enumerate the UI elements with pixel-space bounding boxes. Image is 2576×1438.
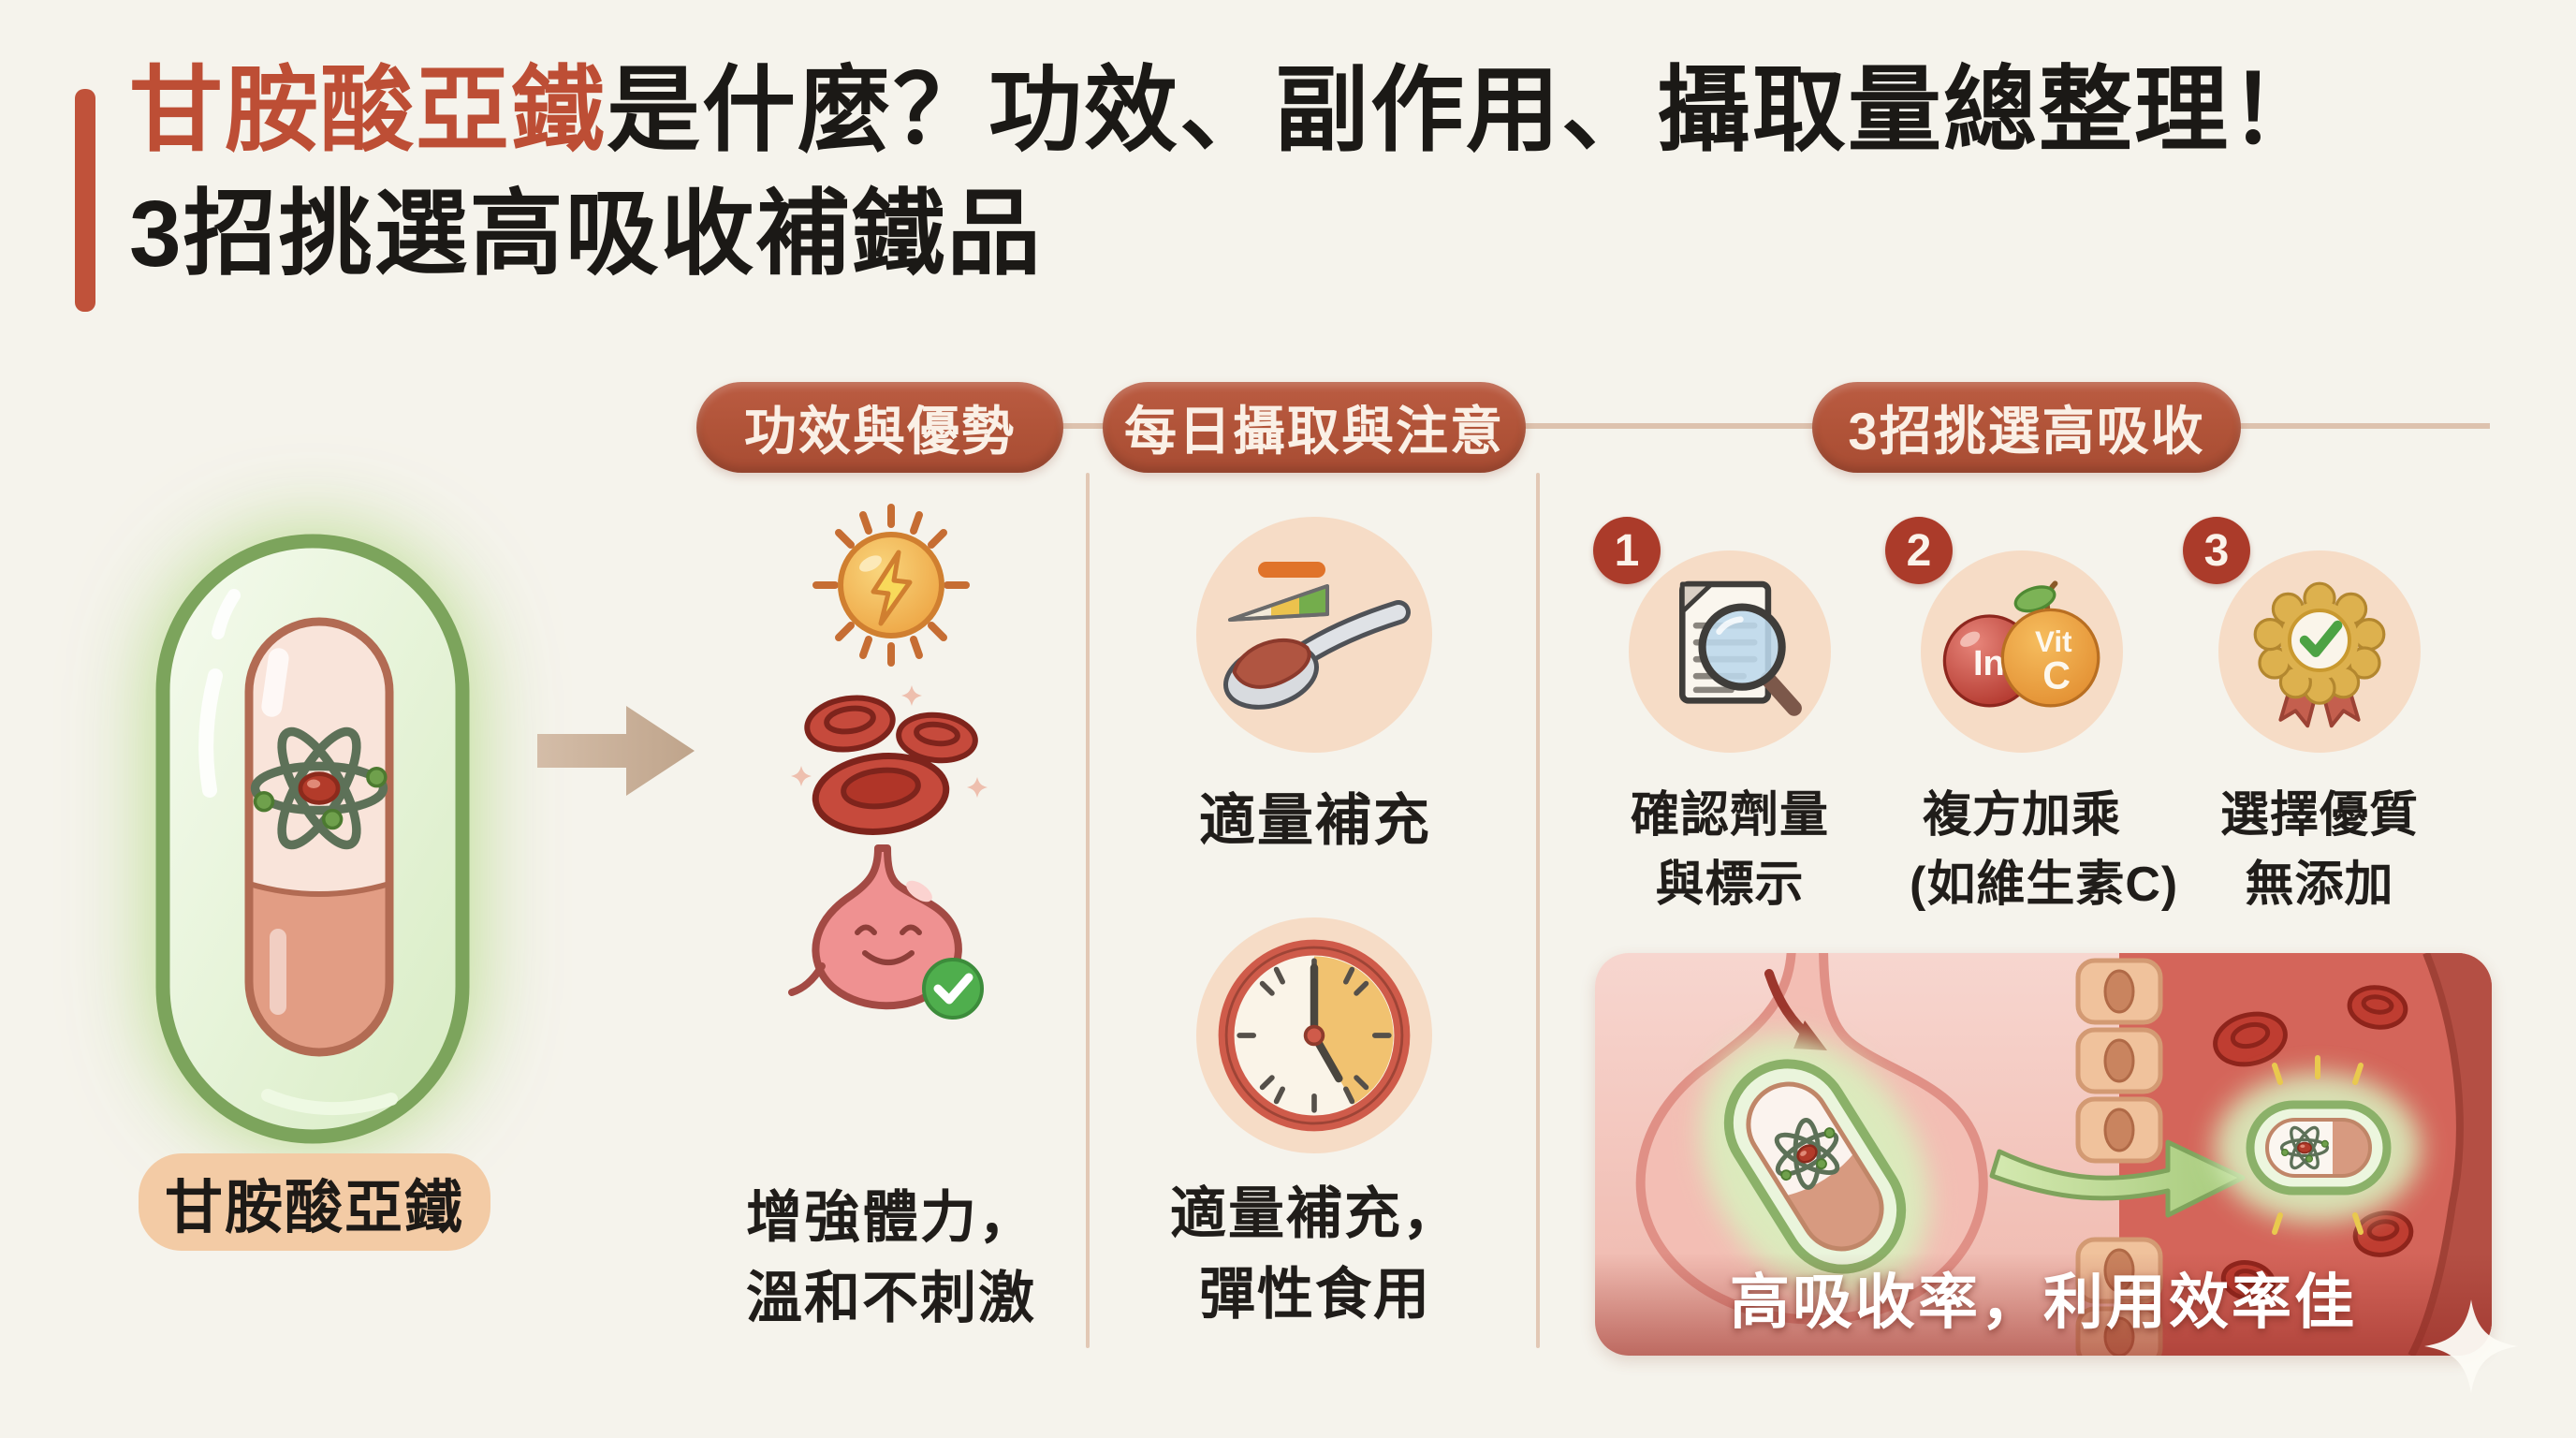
title-highlight: 甘胺酸亞鐵 — [129, 58, 607, 163]
label-check-icon-circle — [1629, 550, 1831, 753]
energy-sun-icon — [812, 504, 970, 667]
check-badge-icon — [922, 958, 984, 1020]
absorption-scene — [1595, 953, 2492, 1356]
capsule-name-badge: 甘胺酸亞鐵 — [139, 1153, 490, 1251]
title-accent-bar — [75, 89, 95, 312]
column-divider-1 — [1086, 473, 1090, 1348]
step-number-badge: 2 — [1885, 517, 1953, 584]
dosage-icon-circle — [1196, 517, 1432, 753]
vitc-label-line1: Vit — [2035, 625, 2072, 658]
absorption-caption: 高吸收率，利用效率佳 — [1730, 1269, 2357, 1336]
gentle-stomach-icon — [788, 844, 984, 1020]
iron-label: In — [1973, 644, 2005, 683]
page-title: 甘胺酸亞鐵是什麼？功效、副作用、攝取量總整理！ 3招挑選高吸收補鐵品 — [129, 49, 2325, 296]
clock-icon — [1218, 939, 1411, 1132]
timing-icon-circle — [1196, 917, 1432, 1153]
column-divider-2 — [1536, 473, 1540, 1348]
step-2-label: 複方加乘 (如維生素C) — [1910, 788, 2179, 912]
title-line-1: 甘胺酸亞鐵是什麼？功效、副作用、攝取量總整理！ — [129, 49, 2325, 172]
step-3-label: 選擇優質 無添加 — [2219, 788, 2419, 912]
iron-vitaminc-icon: In Vit C — [1942, 580, 2100, 708]
right-arrow-icon — [537, 706, 695, 796]
header-pill-daily: 每日攝取與注意 — [1103, 382, 1526, 473]
dosage-caption: 適量補充 — [1199, 789, 1431, 852]
combo-icon-circle: In Vit C — [1921, 550, 2123, 753]
header-pill-benefits: 功效與優勢 — [696, 382, 1063, 473]
glowing-capsule-illustration — [155, 534, 470, 1144]
benefits-caption: 增強體力， 溫和不刺激 — [746, 1186, 1036, 1329]
header-connector-line — [697, 423, 2490, 429]
pick-step-2: 2 In Vit C — [1885, 515, 2179, 919]
absorption-illustration: 高吸收率，利用效率佳 — [1595, 953, 2492, 1356]
step-1-label: 確認劑量 與標示 — [1630, 788, 1829, 912]
sparkle-icon — [2424, 1299, 2518, 1393]
step-number-badge: 3 — [2183, 517, 2250, 584]
quality-medal-icon — [2253, 581, 2386, 728]
document-magnifier-icon — [1679, 580, 1802, 716]
title-line-2: 3招挑選高吸收補鐵品 — [129, 182, 1043, 286]
step-number-badge: 1 — [1593, 517, 1661, 584]
quality-icon-circle — [2218, 550, 2421, 753]
red-blood-cells-icon — [791, 685, 988, 835]
absorption-arrow — [1989, 1139, 2246, 1218]
title-rest: 是什麼？功效、副作用、攝取量總整理！ — [607, 58, 2325, 163]
vitc-label-line2: C — [2042, 654, 2071, 697]
capsule-in-stomach — [1700, 1035, 1930, 1298]
header-pill-picks: 3招挑選高吸收 — [1812, 382, 2241, 473]
spoon-dosage-icon — [1222, 562, 1411, 710]
pick-step-3: 3 選擇優質 無添加 — [2183, 515, 2432, 919]
timing-caption: 適量補充， 彈性食用 — [1170, 1182, 1460, 1326]
pick-step-1: 1 確認劑量 與標示 — [1593, 515, 1842, 919]
capsule-in-vessel — [2215, 1055, 2421, 1235]
